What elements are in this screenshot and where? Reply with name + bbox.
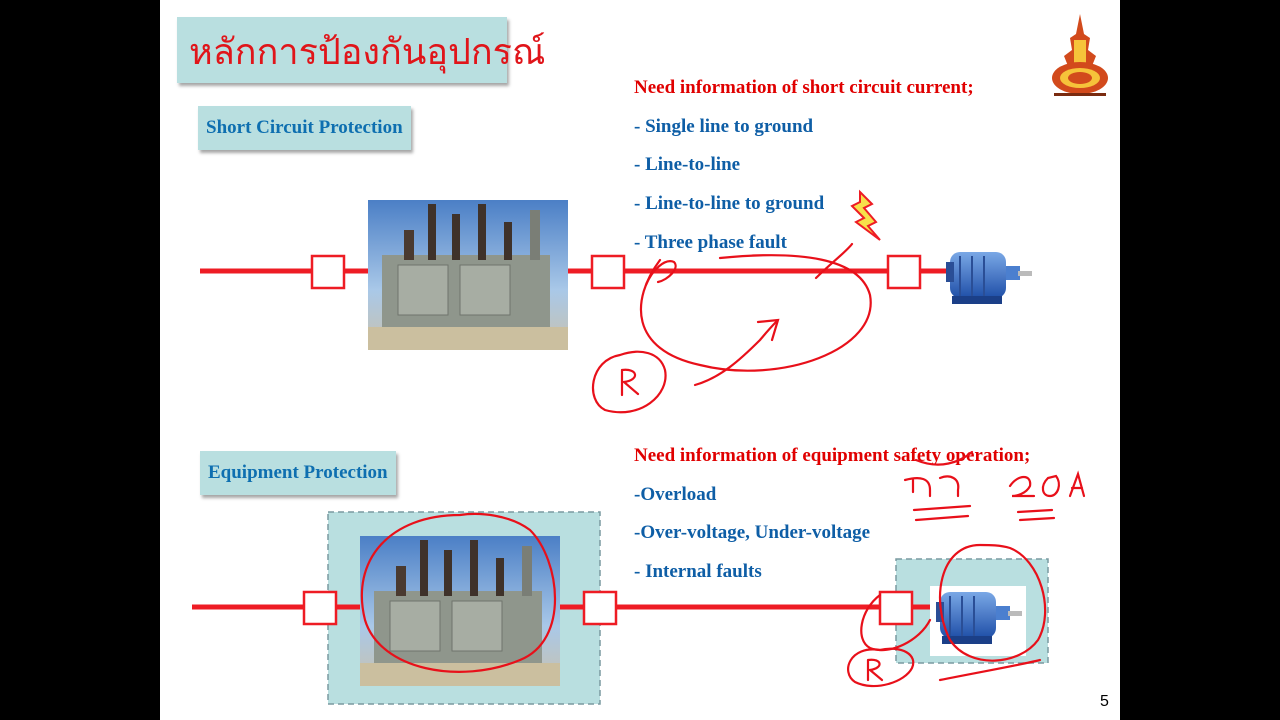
breaker-box — [582, 590, 618, 626]
university-logo — [1052, 14, 1108, 96]
transformer-image-bottom — [360, 536, 560, 686]
equipment-item: -Overload — [634, 484, 717, 505]
lightning-icon — [850, 189, 881, 241]
title-box: หลักการป้องกันอุปกรณ์ — [177, 17, 545, 83]
breaker-box — [310, 254, 346, 290]
motor-image-bottom — [930, 586, 1026, 656]
short-circuit-item: - Line-to-line — [634, 154, 741, 175]
short-circuit-item: - Line-to-line to ground — [634, 193, 825, 214]
handwritten-annotations-bottom — [360, 450, 1086, 688]
breaker-box — [886, 254, 922, 290]
short-circuit-item: - Single line to ground — [634, 116, 814, 137]
diagram-canvas — [192, 189, 1086, 705]
equipment-protection-label: Equipment Protection — [200, 451, 396, 495]
equipment-heading: Need information of equipment safety ope… — [634, 445, 1031, 466]
equipment-item: - Internal faults — [634, 561, 762, 582]
slide: หลักการป้องกันอุปกรณ์ Short Circuit Prot… — [160, 0, 1120, 720]
slide-title: หลักการป้องกันอุปกรณ์ — [189, 32, 546, 73]
breaker-box — [302, 590, 338, 626]
short-circuit-item: - Three phase fault — [634, 232, 787, 253]
short-circuit-heading: Need information of short circuit curren… — [634, 77, 974, 98]
equipment-item: -Over-voltage, Under-voltage — [634, 522, 871, 543]
breaker-box — [590, 254, 626, 290]
handwritten-annotations-top — [591, 242, 872, 414]
motor-image-top — [946, 252, 1032, 304]
page-number: 5 — [1100, 693, 1109, 710]
short-circuit-protection-label: Short Circuit Protection — [198, 106, 411, 150]
breaker-box — [878, 590, 914, 626]
transformer-image-top — [368, 200, 568, 350]
